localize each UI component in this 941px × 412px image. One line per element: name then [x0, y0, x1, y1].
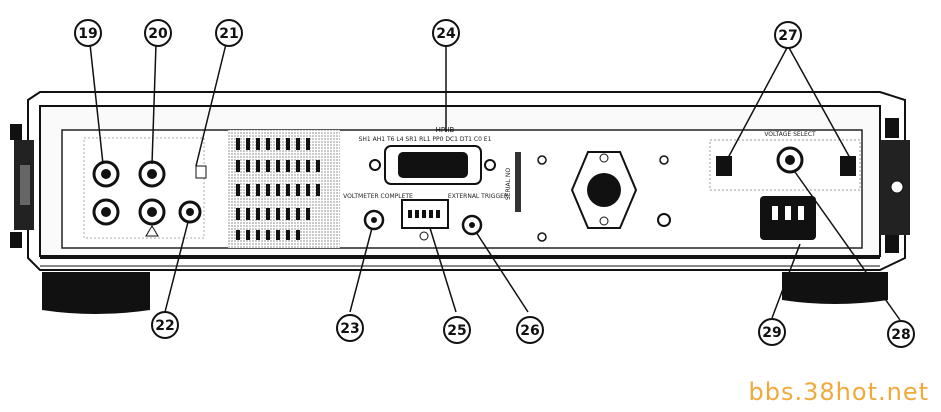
hpib-codes-label: SH1 AH1 T6 L4 SR1 RL1 PP0 DC1 DT1 C0 E1	[359, 136, 492, 143]
external-trigger-bnc: EXTERNAL TRIGGER	[448, 193, 508, 236]
callout-19: 19	[74, 19, 102, 47]
callout-28: 28	[887, 320, 915, 348]
svg-text:24: 24	[436, 26, 456, 42]
watermark-text: bbs.38hot.net	[748, 378, 929, 406]
svg-text:23: 23	[340, 321, 359, 337]
svg-text:20: 20	[148, 26, 168, 42]
hpib-connector: HP-IB SH1 AH1 T6 L4 SR1 RL1 PP0 DC1 DT1 …	[359, 126, 496, 185]
callouts: 19 20 21 24 27 22 23 25 26 29 28	[74, 19, 915, 348]
voltmeter-complete-label: VOLTMETER COMPLETE	[343, 193, 413, 200]
svg-text:29: 29	[762, 325, 781, 341]
power-transistor	[570, 151, 671, 229]
hpib-label: HP-IB	[436, 126, 455, 134]
foot-left	[42, 272, 150, 314]
svg-text:25: 25	[447, 323, 466, 339]
svg-text:19: 19	[78, 26, 97, 42]
callout-24: 24	[432, 19, 460, 47]
vent-grille	[228, 130, 340, 248]
voltage-select-block: VOLTAGE SELECT	[709, 131, 861, 240]
external-trigger-label: EXTERNAL TRIGGER	[448, 193, 508, 200]
right-handle	[880, 118, 910, 253]
left-handle	[10, 124, 34, 248]
voltage-select-label: VOLTAGE SELECT	[764, 131, 816, 138]
callout-23: 23	[336, 314, 364, 342]
address-switch-block	[401, 199, 449, 241]
svg-text:26: 26	[520, 323, 539, 339]
svg-text:28: 28	[891, 327, 910, 343]
callout-29: 29	[758, 318, 786, 346]
serial-plate: SERIAL NO	[505, 152, 547, 242]
callout-20: 20	[144, 19, 172, 47]
voltmeter-complete-bnc: VOLTMETER COMPLETE	[343, 193, 413, 231]
foot-right	[782, 272, 888, 304]
svg-text:27: 27	[778, 28, 797, 44]
svg-text:21: 21	[219, 26, 238, 42]
callout-27: 27	[774, 21, 802, 49]
leader-lines	[89, 43, 901, 321]
callout-21: 21	[215, 19, 243, 47]
input-terminals	[83, 137, 207, 239]
callout-26: 26	[516, 316, 544, 344]
svg-text:22: 22	[155, 318, 174, 334]
callout-22: 22	[151, 311, 179, 339]
callout-25: 25	[443, 316, 471, 344]
serial-label: SERIAL NO	[505, 168, 512, 200]
